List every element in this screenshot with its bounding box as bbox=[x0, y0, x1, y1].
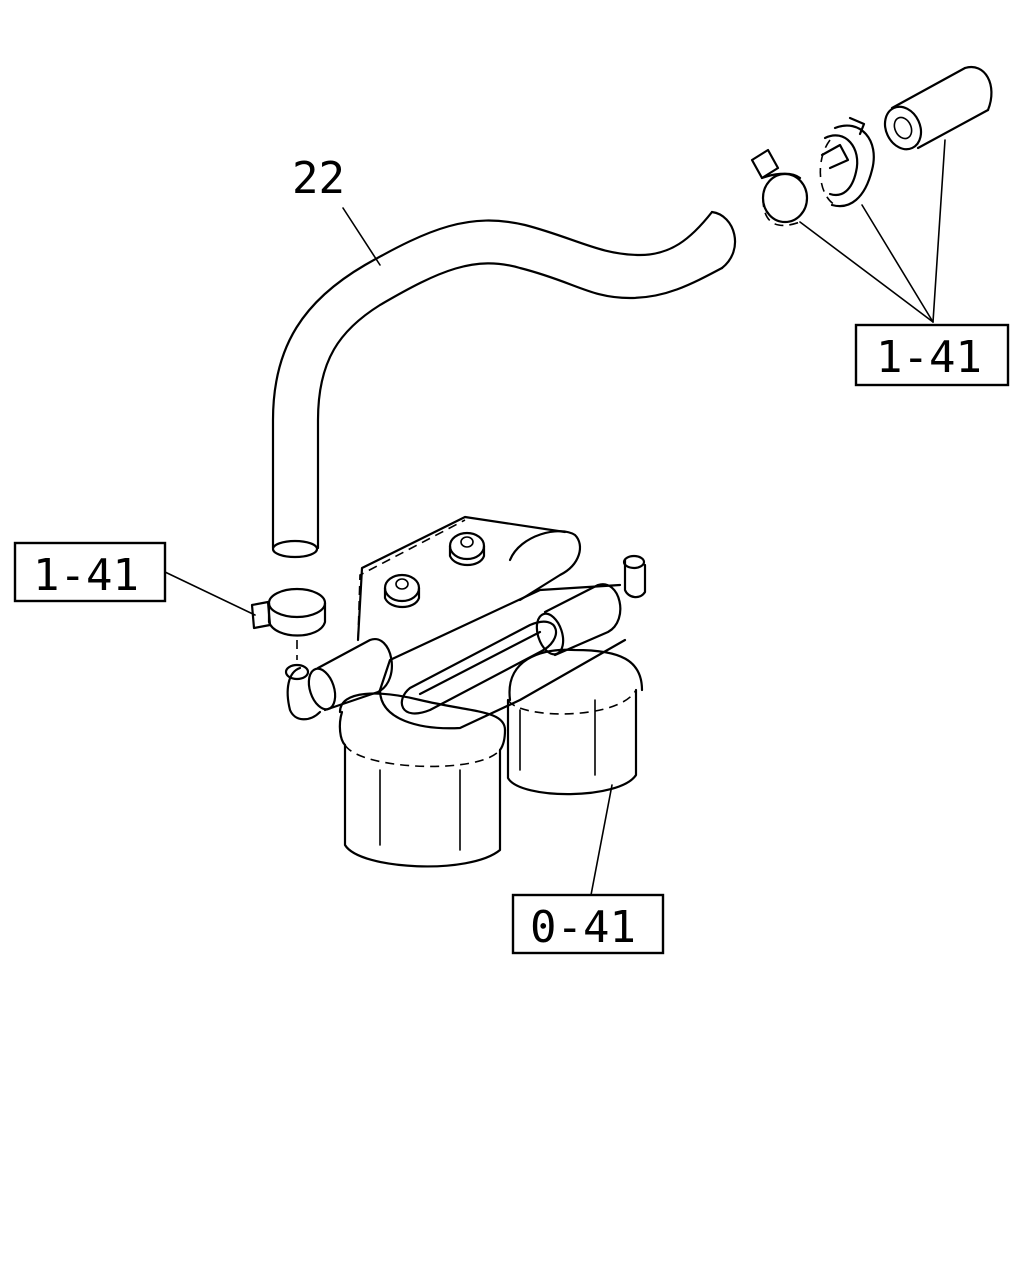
callout-box-1-41-left bbox=[13, 541, 167, 603]
callout-0-41: 0-41 bbox=[530, 902, 636, 953]
callout-box-0-41 bbox=[511, 893, 665, 955]
callout-1-41-right: 1-41 bbox=[876, 332, 982, 383]
callout-1-41-left: 1-41 bbox=[33, 550, 139, 601]
hose-clamp-lower bbox=[250, 587, 327, 660]
fuel-hose bbox=[271, 210, 737, 559]
hose-clamp-upper bbox=[750, 148, 809, 227]
hose-connector-ring bbox=[819, 116, 875, 208]
fuel-filter-assembly bbox=[284, 515, 647, 868]
callout-22: 22 bbox=[292, 153, 345, 204]
leader-1-41-left bbox=[164, 571, 256, 616]
leader-22 bbox=[342, 207, 381, 266]
hose-stub-upper bbox=[883, 65, 993, 151]
leaders-upper-right bbox=[799, 139, 946, 323]
callout-box-1-41-right bbox=[854, 323, 1010, 387]
leader-0-41 bbox=[590, 784, 613, 896]
